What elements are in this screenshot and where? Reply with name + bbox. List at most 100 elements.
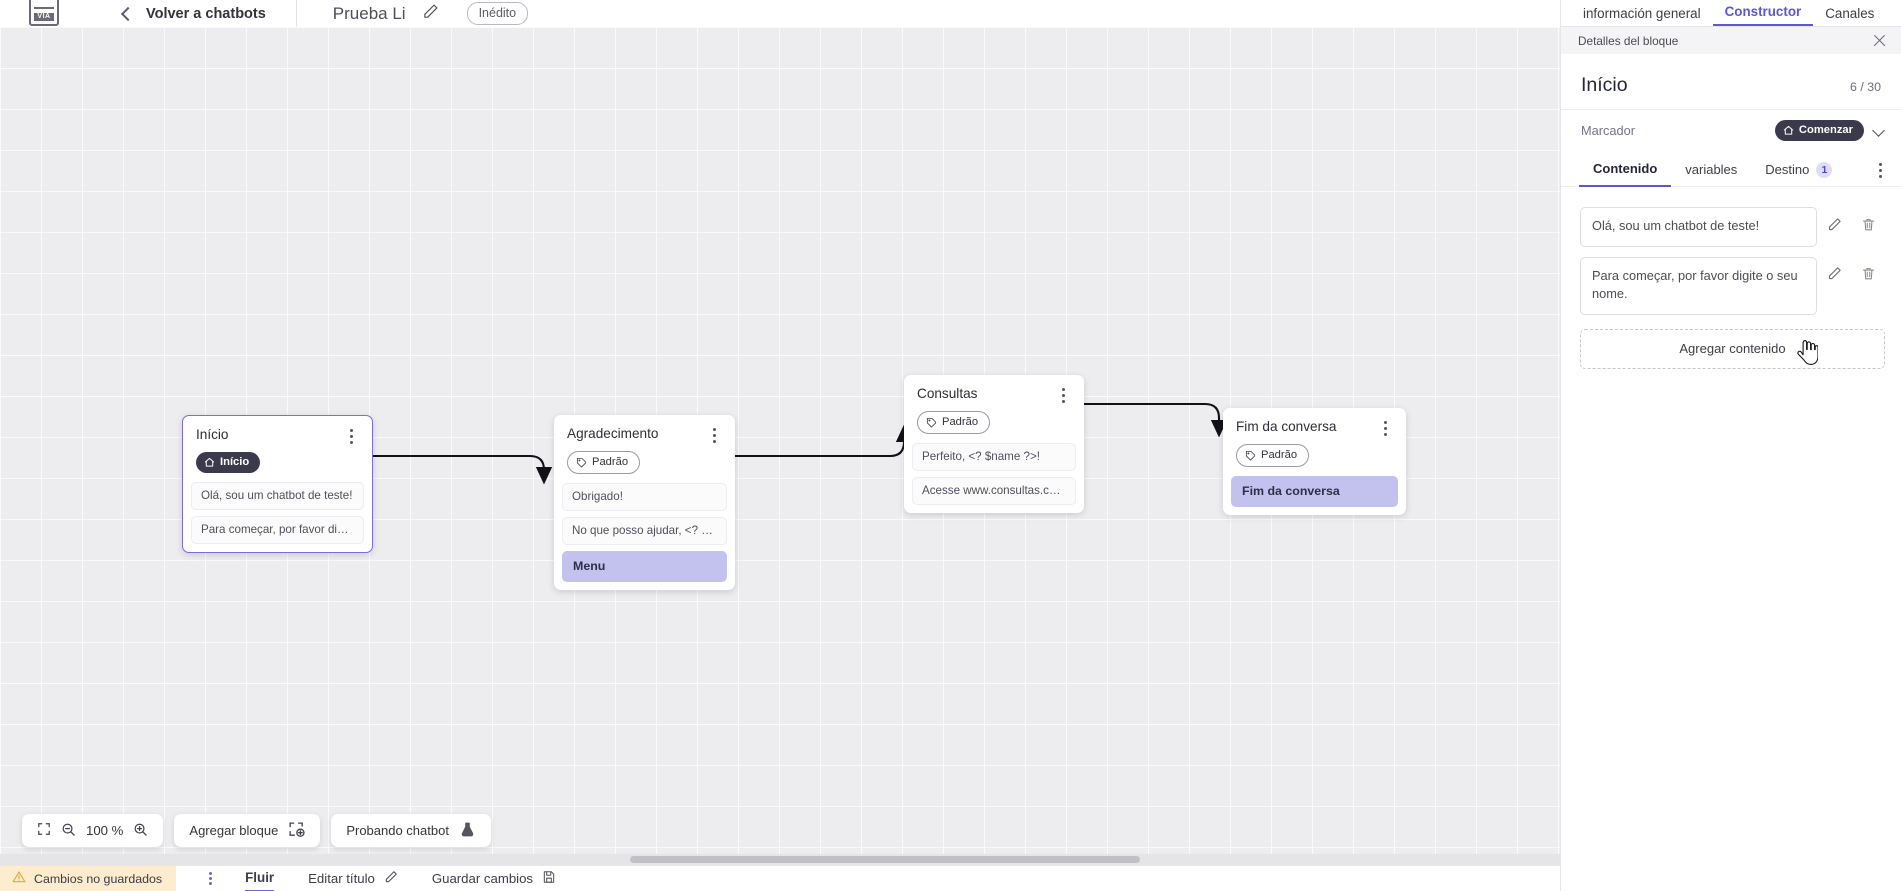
tab-canales[interactable]: Canales: [1825, 6, 1875, 21]
header-divider: [295, 0, 297, 27]
node-rows: Fim da conversa: [1223, 476, 1406, 507]
tab-fluir[interactable]: Fluir: [245, 866, 275, 891]
add-block-label: Agregar bloque: [189, 823, 279, 838]
delete-content-icon[interactable]: [1851, 263, 1885, 285]
flow-canvas[interactable]: Início Início Olá, sou um chatbot de tes…: [0, 27, 1561, 865]
content-item-text[interactable]: Para começar, por favor digite o seu nom…: [1580, 256, 1817, 315]
tab-destino[interactable]: Destino 1: [1751, 153, 1846, 187]
node-row[interactable]: Olá, sou um chatbot de teste!: [191, 482, 364, 510]
edit-content-icon[interactable]: [1817, 263, 1851, 285]
logo-text: VIA: [37, 12, 51, 20]
tab-variables[interactable]: variables: [1671, 153, 1751, 187]
page-title: Prueba Li: [332, 3, 406, 23]
content-item-actions: [1817, 207, 1885, 235]
node-pill-wrap: Início: [183, 445, 372, 482]
add-block-icon: [288, 821, 305, 841]
home-icon: [204, 457, 215, 467]
node-pill-start[interactable]: Início: [196, 452, 261, 473]
node-header: Início: [183, 416, 372, 445]
flow-node-consultas[interactable]: Consultas Padrão Perfeito, <? $name ?>! …: [904, 375, 1084, 513]
panel-content-tabs: Contenido variables Destino 1: [1561, 153, 1901, 187]
node-title: Início: [196, 427, 229, 442]
node-row[interactable]: Acesse www.consultas.com par...: [912, 477, 1076, 505]
edit-title-button[interactable]: Editar título: [308, 870, 398, 887]
add-content-button[interactable]: Agregar contenido: [1580, 328, 1885, 369]
save-changes-button[interactable]: Guardar cambios: [432, 870, 556, 887]
panel-overflow-kebab-icon[interactable]: [1873, 161, 1889, 179]
node-row-menu[interactable]: Menu: [562, 551, 727, 582]
tab-constructor[interactable]: Constructor: [1712, 4, 1814, 26]
test-chatbot-button[interactable]: Probando chatbot: [331, 814, 491, 847]
fit-view-icon[interactable]: [37, 822, 51, 839]
tag-icon: [926, 417, 937, 428]
zoom-out-icon[interactable]: [61, 822, 76, 840]
panel-content-list: Olá, sou um chatbot de teste!: [1561, 187, 1901, 369]
flow-node-inicio[interactable]: Início Início Olá, sou um chatbot de tes…: [182, 415, 373, 553]
content-item-row: Para começar, por favor digite o seu nom…: [1580, 256, 1885, 315]
node-pill-default[interactable]: Padrão: [1236, 444, 1310, 467]
test-chatbot-label: Probando chatbot: [346, 823, 449, 838]
statusbar-menu-kebab-icon[interactable]: [204, 871, 218, 887]
marker-value-pill[interactable]: Comenzar: [1774, 120, 1864, 141]
edit-title-label: Editar título: [308, 871, 375, 886]
node-pill-label: Padrão: [942, 416, 979, 428]
delete-content-icon[interactable]: [1851, 213, 1885, 235]
pencil-icon: [384, 870, 398, 887]
zoom-level-label: 100 %: [86, 823, 124, 838]
content-item-text[interactable]: Olá, sou um chatbot de teste!: [1580, 207, 1817, 247]
node-row[interactable]: No que posso ajudar, <? $name ...: [562, 517, 727, 545]
tab-contenido-label: Contenido: [1593, 161, 1658, 176]
node-pill-label: Início: [220, 456, 250, 468]
node-row[interactable]: Perfeito, <? $name ?>!: [912, 443, 1076, 471]
flow-node-agradecimento[interactable]: Agradecimento Padrão Obrigado! No que po…: [554, 415, 735, 590]
node-row[interactable]: Obrigado!: [562, 483, 727, 511]
chevron-left-icon[interactable]: [119, 7, 133, 21]
node-menu-kebab-icon[interactable]: [1056, 386, 1072, 404]
node-row[interactable]: Para começar, por favor digite o ...: [191, 516, 364, 544]
edit-content-icon[interactable]: [1817, 213, 1851, 235]
node-pill-default[interactable]: Padrão: [567, 451, 641, 474]
chevron-down-icon[interactable]: [1873, 125, 1885, 137]
app-logo-icon[interactable]: VIA: [29, 0, 59, 26]
canvas-horizontal-scrollbar[interactable]: [0, 854, 1561, 865]
node-pill-wrap: Padrão: [1223, 437, 1406, 476]
tab-informacion-general[interactable]: información general: [1583, 6, 1701, 21]
marker-value-group: Comenzar: [1774, 120, 1885, 141]
unsaved-changes-badge: Cambios no guardados: [0, 865, 177, 891]
zoom-in-icon[interactable]: [133, 822, 148, 840]
marker-row: Marcador Comenzar: [1561, 110, 1901, 153]
block-count: 6 / 30: [1849, 80, 1881, 94]
node-menu-kebab-icon[interactable]: [344, 427, 360, 445]
content-item-actions: [1817, 257, 1885, 285]
tag-icon: [576, 457, 587, 468]
back-to-chatbots-link[interactable]: Volver a chatbots: [146, 5, 266, 22]
panel-subheader-label: Detalles del bloque: [1578, 33, 1679, 48]
flow-node-fim-da-conversa[interactable]: Fim da conversa Padrão Fim da conversa: [1223, 408, 1406, 515]
node-pill-default[interactable]: Padrão: [917, 411, 991, 434]
node-rows: Perfeito, <? $name ?>! Acesse www.consul…: [904, 443, 1084, 505]
node-title: Agradecimento: [567, 426, 659, 441]
canvas-toolbar: 100 % Agregar bloque Probando chatb: [0, 814, 491, 847]
node-title: Fim da conversa: [1236, 419, 1337, 434]
node-rows: Olá, sou um chatbot de teste! Para começ…: [183, 482, 372, 544]
node-row-end[interactable]: Fim da conversa: [1231, 476, 1398, 507]
node-pill-wrap: Padrão: [554, 444, 735, 483]
content-item-row: Olá, sou um chatbot de teste!: [1580, 207, 1885, 247]
panel-subheader: Detalles del bloque: [1561, 27, 1901, 54]
node-menu-kebab-icon[interactable]: [707, 426, 723, 444]
close-icon[interactable]: [1872, 33, 1887, 48]
tab-contenido[interactable]: Contenido: [1579, 153, 1672, 187]
node-pill-label: Padrão: [592, 456, 629, 468]
status-bar: Cambios no guardados Fluir Editar título…: [0, 865, 1561, 891]
home-icon: [1783, 125, 1794, 135]
warning-triangle-icon: [12, 870, 26, 887]
scrollbar-thumb[interactable]: [630, 856, 1140, 863]
save-disk-icon: [542, 870, 556, 887]
flask-icon: [459, 821, 476, 841]
tab-destino-label: Destino: [1765, 162, 1810, 177]
node-header: Consultas: [904, 375, 1084, 404]
add-block-button[interactable]: Agregar bloque: [174, 814, 321, 847]
edit-pencil-icon[interactable]: [422, 3, 439, 25]
node-menu-kebab-icon[interactable]: [1378, 419, 1394, 437]
